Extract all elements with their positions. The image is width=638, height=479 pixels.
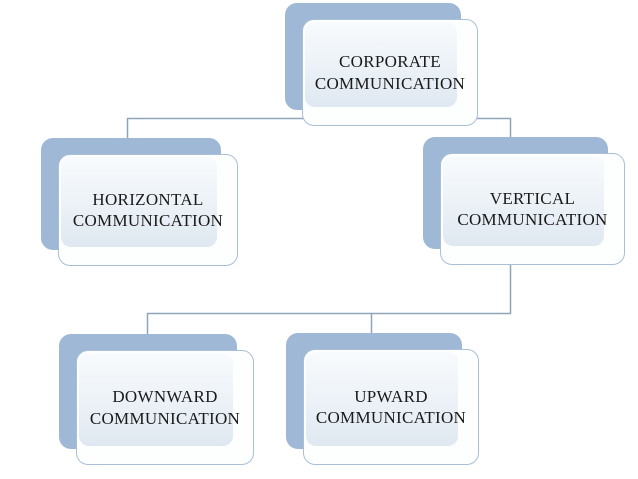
node-label: DOWNWARD COMMUNICATION (77, 351, 253, 464)
node-label: HORIZONTAL COMMUNICATION (59, 155, 237, 265)
node-inner-gradient (79, 353, 233, 446)
node-label-line: UPWARD (354, 386, 428, 406)
node-label-line: DOWNWARD (112, 387, 218, 407)
node-inner-gradient (61, 157, 217, 247)
node-label-line: COMMUNICATION (89, 408, 241, 428)
node-label-line: COMMUNICATION (72, 211, 224, 230)
node-label: VERTICAL COMMUNICATION (441, 154, 624, 264)
node-card: CORPORATE COMMUNICATION (302, 19, 478, 126)
node-label-line: HORIZONTAL (92, 189, 204, 209)
node-label: UPWARD COMMUNICATION (304, 350, 478, 464)
node-label: CORPORATE COMMUNICATION (303, 20, 477, 125)
node-card: VERTICAL COMMUNICATION (440, 153, 625, 265)
connector-vertical-to-children (146, 265, 512, 338)
node-label-line: COMMUNICATION (457, 210, 608, 229)
node-label-line: CORPORATE (339, 52, 441, 72)
node-inner-gradient (306, 352, 458, 446)
node-inner-gradient (305, 22, 457, 107)
node-card: HORIZONTAL COMMUNICATION (58, 154, 238, 266)
node-label-line: COMMUNICATION (314, 73, 466, 93)
node-card: DOWNWARD COMMUNICATION (76, 350, 254, 465)
node-label-line: VERTICAL (489, 188, 576, 208)
node-inner-gradient (443, 156, 604, 246)
node-label-line: COMMUNICATION (315, 408, 467, 427)
node-card: UPWARD COMMUNICATION (303, 349, 479, 465)
